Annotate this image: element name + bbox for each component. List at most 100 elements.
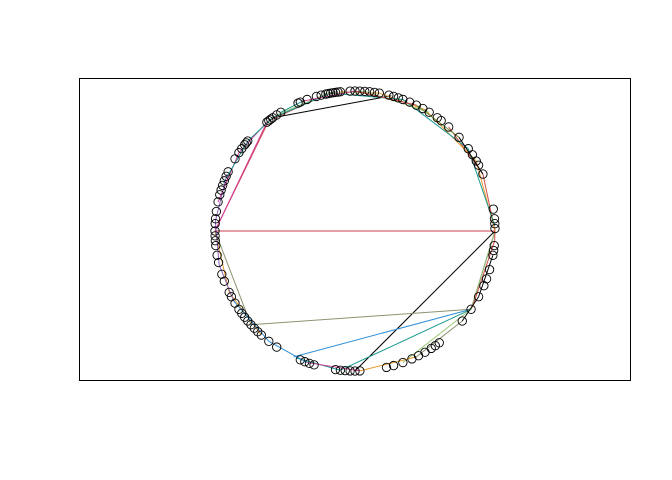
network-node-67	[398, 357, 408, 368]
network-node-102	[388, 91, 399, 102]
network-node-100	[398, 94, 408, 105]
network-node-52	[256, 330, 266, 340]
network-node-57	[304, 358, 315, 369]
network-node-92	[454, 132, 464, 142]
network-node-73	[434, 338, 444, 348]
network-node-41	[219, 276, 229, 286]
network-node-109	[350, 86, 360, 96]
nodes-layer	[210, 86, 500, 376]
network-node-80	[488, 250, 498, 260]
network-node-85	[489, 214, 500, 224]
network-node-84	[490, 219, 500, 229]
network-node-25	[221, 171, 231, 181]
network-node-63	[350, 366, 360, 376]
network-node-75	[466, 304, 476, 314]
network-edge-39	[268, 340, 308, 363]
network-node-86	[488, 204, 498, 214]
network-node-39	[213, 257, 224, 268]
network-edge-46	[416, 104, 460, 138]
network-node-106	[364, 87, 375, 97]
network-node-17	[262, 117, 272, 127]
network-edge-44	[478, 255, 494, 297]
network-node-49	[246, 320, 256, 330]
network-edge-22	[475, 160, 496, 232]
network-node-19	[241, 138, 251, 148]
network-node-65	[381, 362, 392, 373]
network-node-83	[490, 223, 500, 234]
network-node-23	[230, 154, 240, 164]
edges-layer	[214, 90, 496, 372]
network-node-55	[295, 355, 305, 365]
network-node-107	[360, 86, 370, 96]
network-node-78	[481, 274, 492, 284]
network-node-6	[321, 89, 331, 99]
network-node-10	[295, 97, 305, 107]
network-node-104	[374, 88, 384, 98]
network-node-82	[489, 240, 499, 251]
network-edge-36	[214, 221, 220, 265]
network-node-58	[309, 360, 319, 370]
network-node-9	[302, 94, 312, 105]
network-node-42	[224, 287, 234, 298]
network-node-50	[249, 323, 259, 333]
network-node-8	[311, 91, 322, 102]
network-node-33	[210, 219, 220, 229]
network-node-62	[345, 366, 355, 376]
network-node-28	[216, 185, 226, 195]
network-edge-38	[233, 300, 270, 342]
network-node-79	[484, 264, 495, 275]
network-node-16	[264, 116, 274, 126]
network-edge-12	[250, 308, 472, 326]
network-edge-16	[402, 308, 472, 363]
network-node-35	[210, 231, 220, 241]
network-node-64	[355, 366, 365, 376]
network-edge-28	[330, 92, 403, 100]
network-node-37	[211, 240, 221, 251]
network-node-56	[300, 357, 310, 367]
network-edge-31	[223, 140, 249, 184]
network-node-87	[478, 169, 488, 179]
network-node-29	[215, 190, 225, 200]
network-node-30	[213, 197, 223, 207]
network-node-36	[210, 236, 220, 246]
network-node-26	[219, 176, 229, 186]
plot-frame	[79, 78, 631, 381]
network-edge-45	[458, 137, 484, 175]
network-node-60	[335, 365, 346, 375]
network-edge-11	[214, 230, 252, 325]
network-node-91	[463, 144, 473, 154]
network-node-53	[264, 336, 274, 346]
network-node-99	[405, 97, 415, 107]
network-node-66	[388, 360, 399, 371]
network-node-98	[411, 100, 422, 110]
network-node-54	[272, 342, 282, 352]
network-edge-6	[214, 121, 268, 232]
network-edge-8	[217, 152, 240, 203]
network-node-24	[223, 167, 233, 177]
network-node-38	[212, 250, 222, 260]
network-node-101	[393, 93, 403, 103]
network-node-51	[253, 327, 263, 337]
network-edge-30	[247, 117, 274, 142]
network-edge-37	[218, 264, 235, 302]
network-node-27	[217, 180, 228, 191]
network-node-93	[444, 122, 454, 132]
network-node-31	[211, 206, 222, 217]
network-node-103	[384, 90, 394, 100]
network-edge-0	[272, 95, 392, 119]
network-node-108	[355, 86, 365, 96]
network-node-95	[432, 113, 442, 123]
network-node-59	[330, 364, 341, 375]
network-edge-43	[461, 296, 480, 322]
network-edge-32	[276, 93, 327, 116]
network-edge-13	[293, 308, 472, 358]
network-node-110	[345, 86, 355, 96]
network-edge-2	[354, 230, 496, 372]
network-node-81	[488, 245, 499, 256]
network-node-74	[457, 316, 467, 326]
network-node-34	[210, 226, 220, 236]
network-edge-26	[467, 148, 496, 227]
network-node-11	[293, 98, 303, 108]
